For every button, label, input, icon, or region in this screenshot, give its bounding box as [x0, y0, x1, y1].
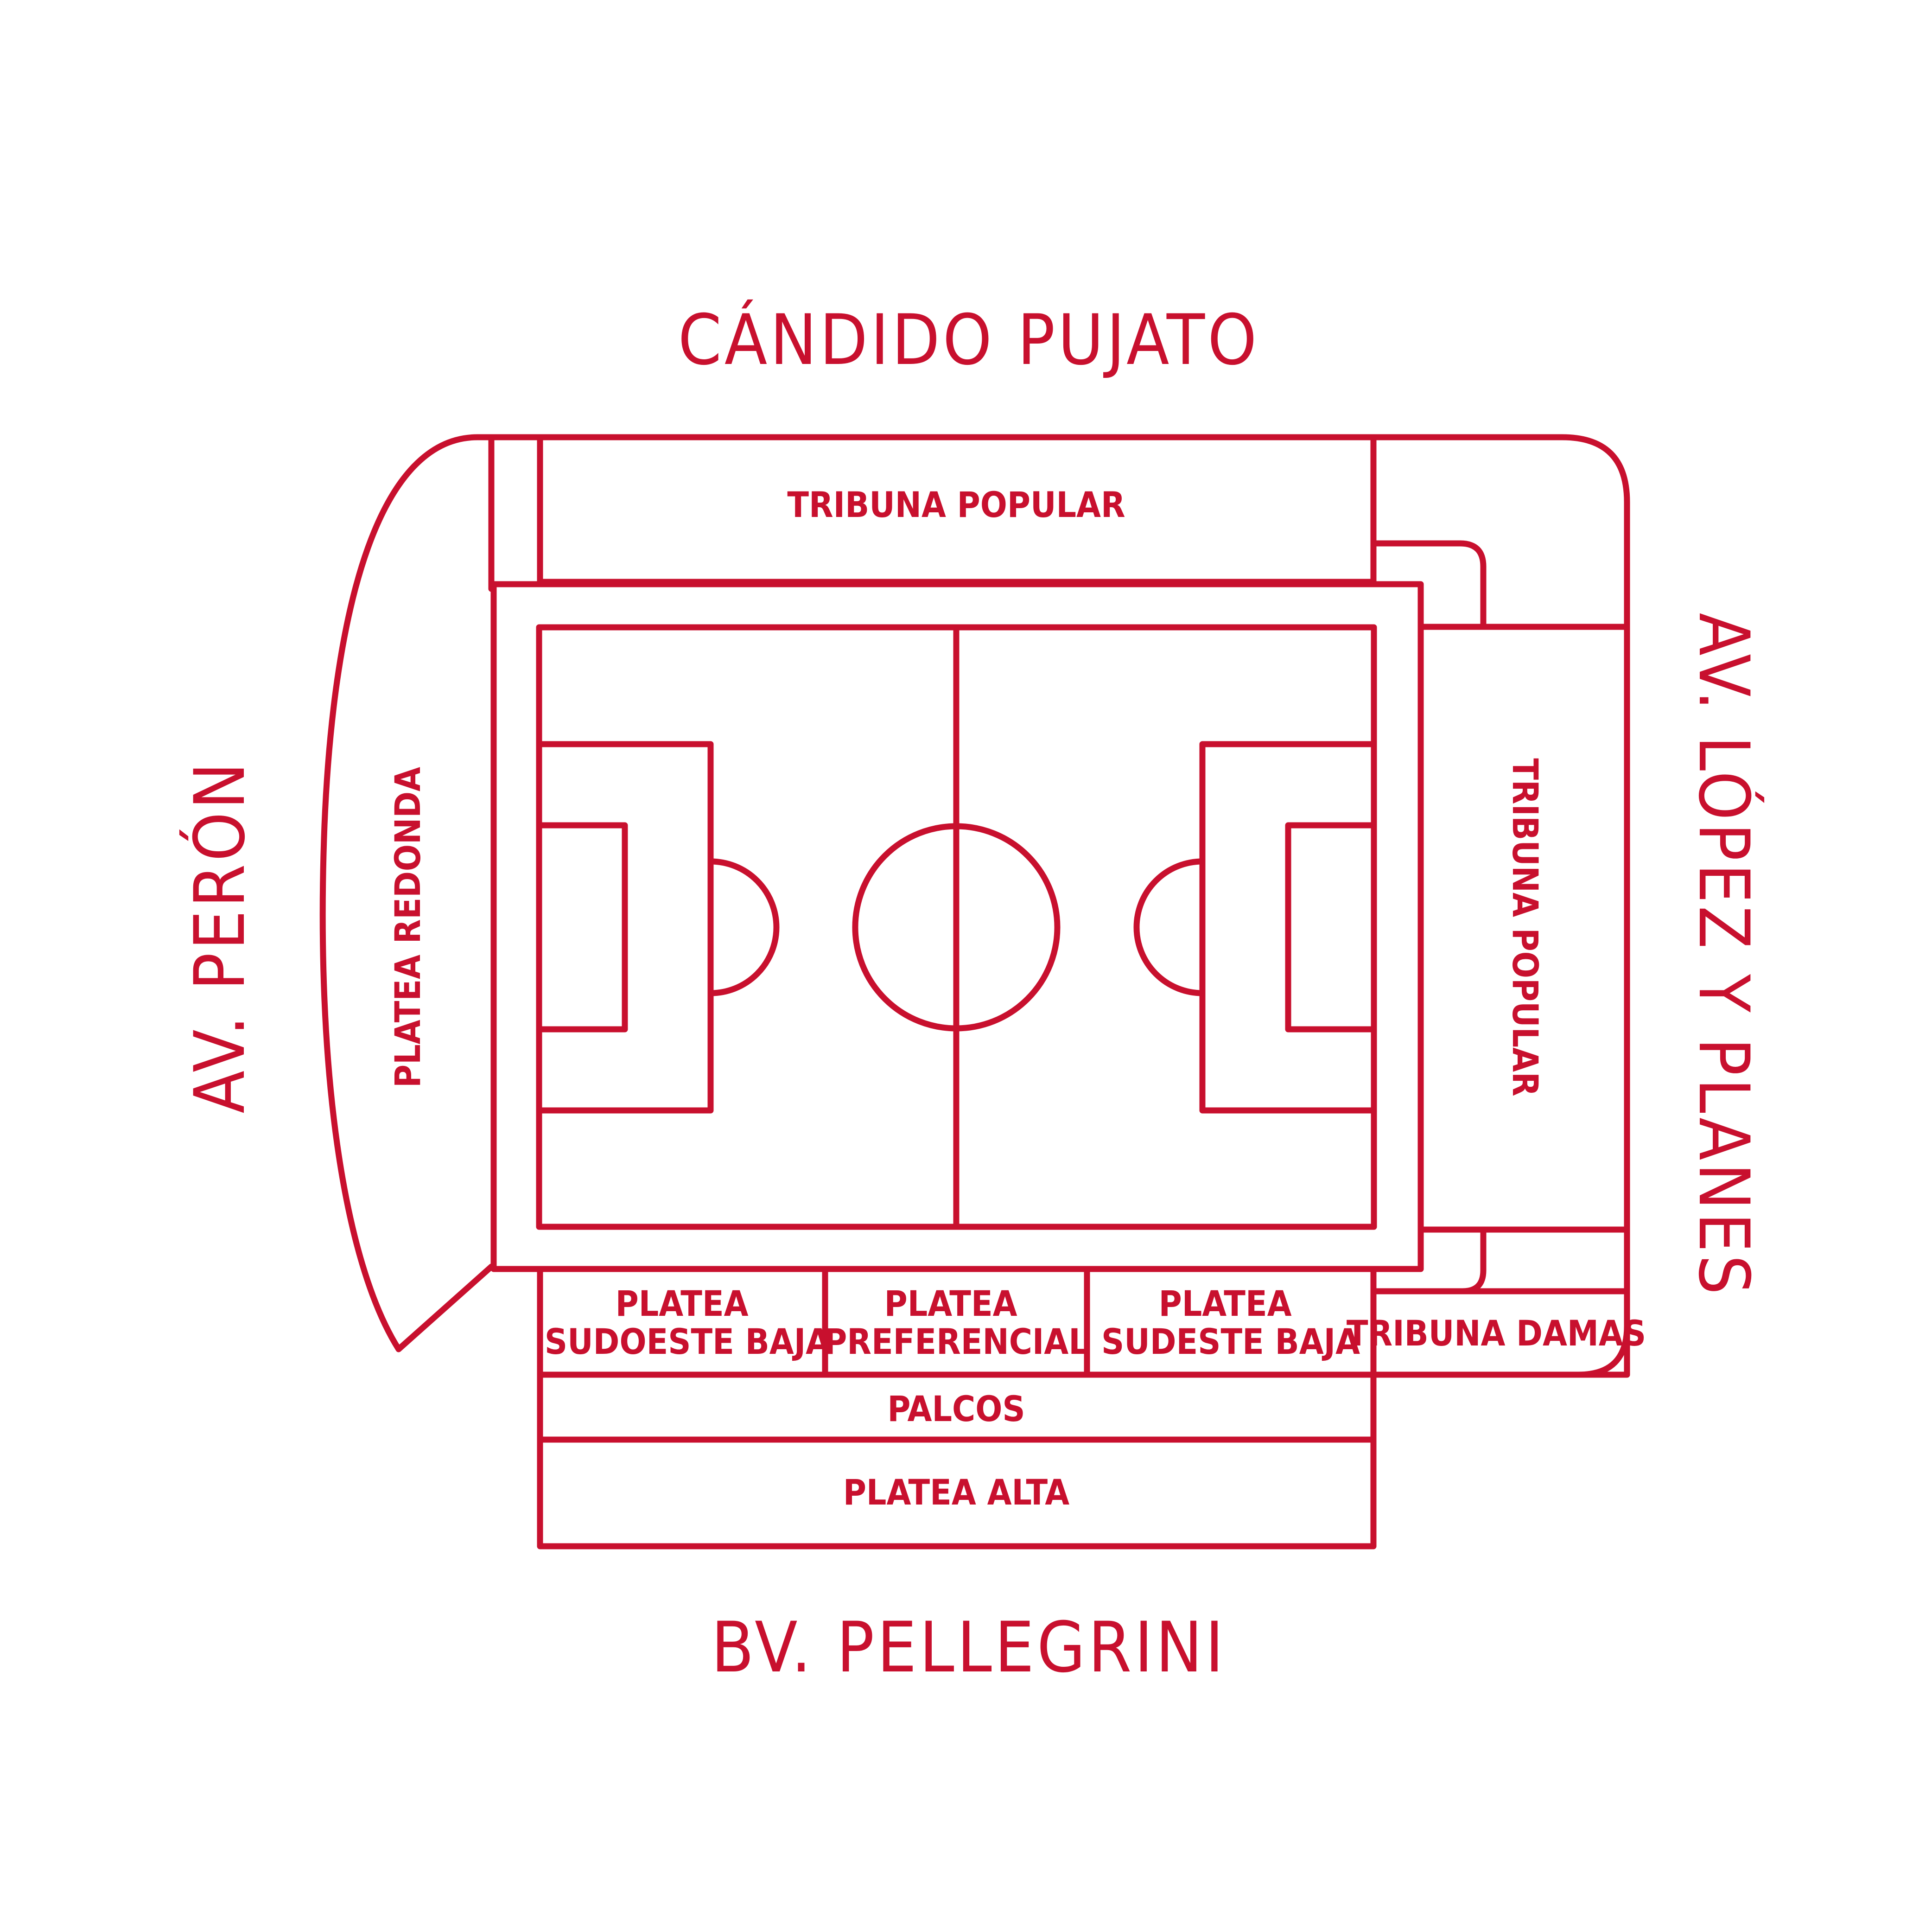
label-tribuna-popular-east: TRIBUNA POPULAR — [1505, 758, 1546, 1096]
label-platea-sudeste-baja: PLATEA SUDESTE BAJA — [1101, 1283, 1360, 1362]
label-platea-preferencial-line2: PREFERENCIAL — [824, 1321, 1089, 1362]
label-platea-sudoeste-baja-line2: SUDOESTE BAJA — [545, 1321, 830, 1362]
section-platea-redonda[interactable] — [319, 434, 543, 1352]
label-platea-preferencial-line1: PLATEA — [884, 1283, 1017, 1324]
label-platea-sudeste-baja-line1: PLATEA — [1159, 1283, 1292, 1324]
label-tribuna-damas: TRIBUNA DAMAS — [1347, 1313, 1646, 1354]
street-label-south: BV. PELLEGRINI — [711, 1607, 1227, 1688]
stand-step-northeast — [1370, 540, 1487, 630]
label-platea-sudeste-baja-line2: SUDESTE BAJA — [1101, 1321, 1360, 1362]
penalty-arc-right — [1133, 858, 1206, 996]
stadium-outline — [488, 434, 1630, 1378]
street-label-east: AV. LÓPEZ Y PLANES — [1683, 613, 1764, 1298]
label-platea-preferencial: PLATEA PREFERENCIAL — [824, 1283, 1089, 1362]
label-platea-sudoeste-baja: PLATEA SUDOESTE BAJA — [545, 1283, 830, 1362]
label-tribuna-popular-north: TRIBUNA POPULAR — [787, 484, 1125, 525]
center-circle — [852, 823, 1061, 1032]
street-label-north: CÁNDIDO PUJATO — [678, 300, 1260, 381]
label-platea-sudoeste-baja-line1: PLATEA — [616, 1283, 749, 1324]
street-label-west: AV. PERÓN — [179, 760, 261, 1114]
label-palcos: PALCOS — [887, 1388, 1025, 1429]
section-platea-alta[interactable] — [537, 1436, 1377, 1549]
goal-area-right — [1285, 822, 1377, 1033]
label-platea-alta: PLATEA ALTA — [843, 1472, 1069, 1513]
label-platea-redonda: PLATEA REDONDA — [387, 767, 428, 1088]
goal-area-left — [536, 822, 628, 1033]
penalty-arc-left — [707, 858, 780, 996]
